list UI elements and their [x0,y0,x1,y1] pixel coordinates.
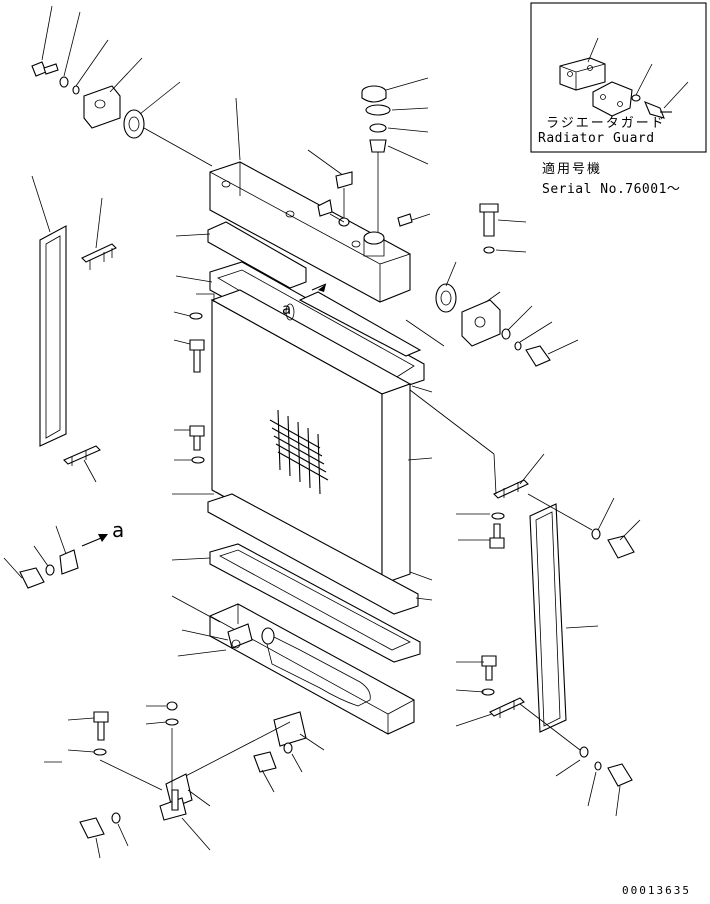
right-side-panel [529,503,599,733]
top-left-fasteners [31,5,213,167]
view-marker-label-top: a [282,300,292,318]
view-arrow-top [329,213,345,223]
radiator-cap-assembly [361,77,431,232]
lower-gaskets [171,493,433,663]
right-bracket-upper [409,389,545,499]
serial-number: Serial No.76001～ [542,182,681,197]
radiator-guard-inset [530,2,707,153]
left-side-panel [31,175,67,447]
lower-tank [171,595,415,735]
inset-title-en: Radiator Guard [538,131,655,146]
drawing-number: 00013635 [622,884,691,897]
upper-tank [209,97,411,303]
bottom-mount-assembly [44,701,325,859]
right-lower-fasteners [455,655,633,817]
view-marker-label: a [112,518,125,542]
left-middle-fasteners [173,311,205,464]
right-middle-fasteners [456,493,641,559]
inset-title-jp: ラジエータガード [546,116,666,131]
upper-gaskets [175,221,445,391]
view-arrow-left [3,525,108,589]
right-upper-fasteners [435,203,579,367]
left-bracket-upper [81,197,117,270]
serial-label-jp: 適用号機 [542,162,603,177]
left-bracket-lower [63,445,101,483]
